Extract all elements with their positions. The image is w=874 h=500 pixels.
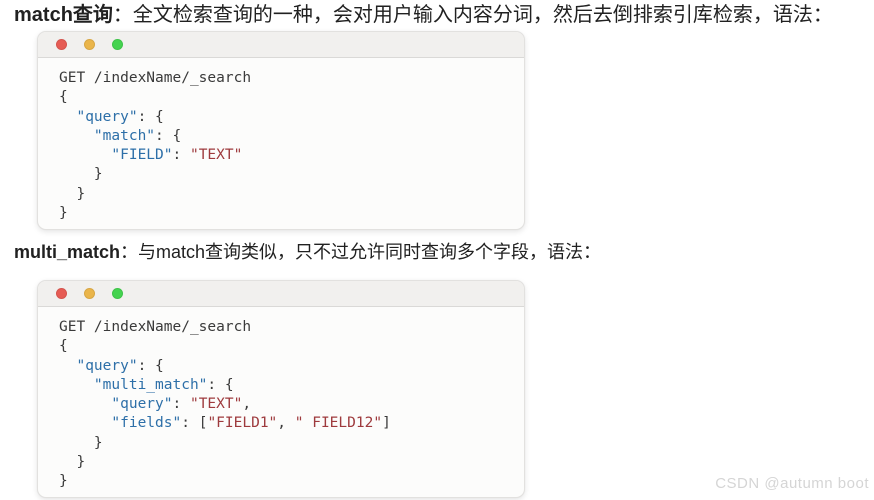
code-line: "multi_match": { bbox=[59, 376, 508, 395]
heading-multi-match: multi_match：与match查询类似，只不过允许同时查询多个字段，语法： bbox=[14, 239, 601, 265]
code-token-plain: } bbox=[59, 204, 68, 221]
minimize-button-icon[interactable] bbox=[84, 39, 95, 50]
code-token-key: "fields" bbox=[111, 415, 182, 432]
code-line: } bbox=[59, 165, 508, 184]
code-token-string: "TEXT" bbox=[189, 147, 243, 163]
code-token-plain bbox=[59, 396, 111, 412]
heading-match: match查询：全文检索查询的一种，会对用户输入内容分词，然后去倒排索引库检索，… bbox=[14, 2, 833, 28]
code-token-plain bbox=[59, 415, 111, 431]
code-token-plain bbox=[59, 109, 76, 125]
code-token-plain: : { bbox=[207, 376, 234, 393]
minimize-button-icon[interactable] bbox=[84, 288, 95, 299]
code-token-plain: : [ bbox=[181, 415, 208, 432]
code-token-plain: : { bbox=[137, 108, 164, 125]
code-block-match: GET /indexName/_search{ "query": { "matc… bbox=[38, 58, 524, 229]
close-button-icon[interactable] bbox=[56, 288, 67, 299]
code-token-plain: } bbox=[59, 473, 68, 489]
heading-match-description: ：全文检索查询的一种，会对用户输入内容分词，然后去倒排索引库检索，语法： bbox=[112, 4, 833, 26]
code-token-plain: { bbox=[59, 338, 68, 355]
code-line: "FIELD": "TEXT" bbox=[59, 146, 508, 165]
code-token-plain: } bbox=[59, 166, 103, 183]
window-titlebar bbox=[38, 32, 524, 58]
code-token-plain: GET /indexName/_search bbox=[59, 70, 252, 86]
code-line: GET /indexName/_search bbox=[59, 318, 508, 337]
code-token-plain: GET /indexName/_search bbox=[59, 319, 252, 335]
code-line: "query": { bbox=[59, 357, 508, 376]
code-line: } bbox=[59, 453, 508, 472]
heading-match-term: match查询 bbox=[14, 4, 113, 26]
code-token-string: "TEXT" bbox=[189, 396, 243, 412]
code-line: } bbox=[59, 185, 508, 204]
code-window-multi-match: GET /indexName/_search{ "query": { "mult… bbox=[37, 280, 525, 499]
code-line: } bbox=[59, 472, 508, 491]
code-token-plain: } bbox=[59, 453, 86, 470]
code-window-match: GET /indexName/_search{ "query": { "matc… bbox=[37, 31, 525, 230]
code-token-plain bbox=[59, 128, 94, 144]
code-token-plain bbox=[59, 377, 94, 393]
code-token-plain: , bbox=[242, 396, 252, 412]
code-line: "query": "TEXT", bbox=[59, 395, 508, 414]
code-token-plain bbox=[59, 358, 76, 374]
code-token-plain: : bbox=[172, 396, 190, 412]
code-line: "fields": ["FIELD1", " FIELD12"] bbox=[59, 414, 508, 433]
code-token-plain: : { bbox=[155, 127, 182, 144]
code-token-plain: ] bbox=[382, 415, 391, 432]
code-line: GET /indexName/_search bbox=[59, 69, 508, 88]
heading-multi-match-term: multi_match bbox=[14, 242, 121, 262]
code-token-key: "query" bbox=[76, 357, 138, 374]
code-token-plain: : { bbox=[137, 357, 164, 374]
code-token-plain: { bbox=[59, 89, 68, 106]
code-token-plain: , bbox=[277, 415, 295, 432]
code-block-multi-match: GET /indexName/_search{ "query": { "mult… bbox=[38, 307, 524, 497]
code-token-string: "FIELD1" bbox=[207, 415, 278, 432]
code-token-string: " FIELD12" bbox=[294, 415, 383, 432]
window-titlebar bbox=[38, 281, 524, 307]
code-token-plain: } bbox=[59, 185, 86, 202]
heading-multi-match-description: ：与match查询类似，只不过允许同时查询多个字段，语法： bbox=[120, 242, 602, 262]
code-line: } bbox=[59, 204, 508, 223]
code-token-key: "query" bbox=[76, 108, 138, 125]
watermark-text: CSDN @autumn boot bbox=[715, 475, 869, 492]
code-token-plain: } bbox=[59, 434, 103, 451]
code-token-plain bbox=[59, 147, 111, 163]
code-line: } bbox=[59, 434, 508, 453]
code-line: "match": { bbox=[59, 127, 508, 146]
code-line: "query": { bbox=[59, 108, 508, 127]
code-token-key: "match" bbox=[93, 127, 156, 144]
maximize-button-icon[interactable] bbox=[112, 39, 123, 50]
code-token-key: "FIELD" bbox=[111, 147, 173, 163]
maximize-button-icon[interactable] bbox=[112, 288, 123, 299]
code-line: { bbox=[59, 337, 508, 356]
code-token-key: "multi_match" bbox=[93, 376, 208, 393]
code-token-key: "query" bbox=[111, 396, 173, 412]
code-line: { bbox=[59, 88, 508, 107]
code-token-plain: : bbox=[172, 147, 190, 163]
close-button-icon[interactable] bbox=[56, 39, 67, 50]
